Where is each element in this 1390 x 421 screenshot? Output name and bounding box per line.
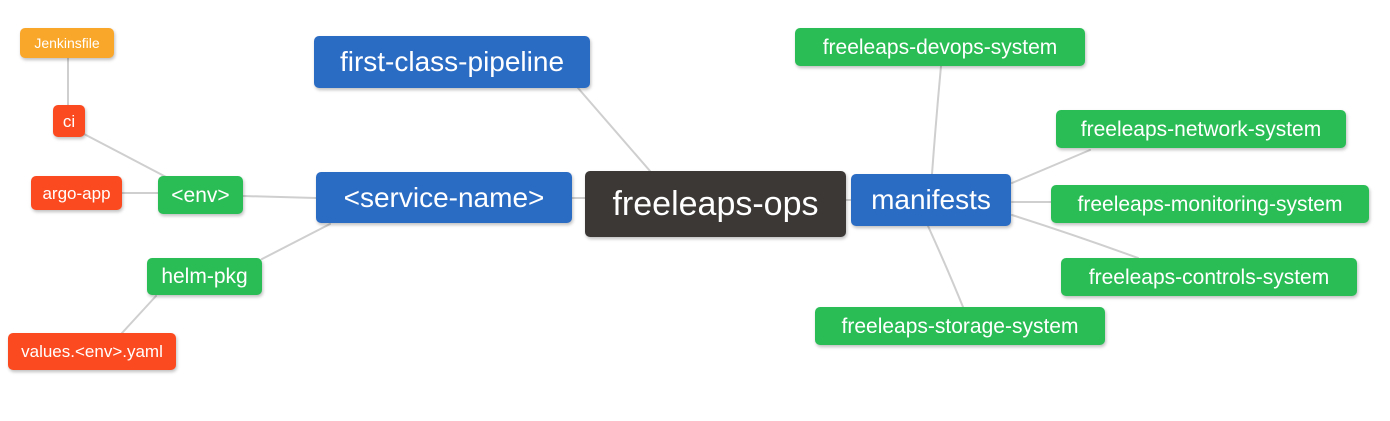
node-freeleaps-storage-system[interactable]: freeleaps-storage-system [815,307,1105,345]
node-helm-pkg[interactable]: helm-pkg [147,258,262,295]
node-freeleaps-devops-system[interactable]: freeleaps-devops-system [795,28,1085,66]
node-service-name[interactable]: <service-name> [316,172,572,223]
edge-ci--env [83,133,169,179]
node-ci[interactable]: ci [53,105,85,137]
edge-helm-pkg--values-env-yaml [121,295,157,334]
edge-manifests--freeleaps-network-system [1011,149,1091,184]
edge-first-class-pipeline--freeleaps-ops [577,87,651,172]
node-freeleaps-controls-system[interactable]: freeleaps-controls-system [1061,258,1357,296]
edge-manifests--freeleaps-storage-system [927,225,964,308]
node-values-env-yaml[interactable]: values.<env>.yaml [8,333,176,370]
node-manifests[interactable]: manifests [851,174,1011,226]
node-first-class-pipeline[interactable]: first-class-pipeline [314,36,590,88]
node-freeleaps-network-system[interactable]: freeleaps-network-system [1056,110,1346,148]
node-argo-app[interactable]: argo-app [31,176,122,210]
node-freeleaps-monitoring-system[interactable]: freeleaps-monitoring-system [1051,185,1369,223]
node-jenkinsfile[interactable]: Jenkinsfile [20,28,114,58]
node-env[interactable]: <env> [158,176,243,214]
edge-service-name--helm-pkg [261,223,331,260]
edge-env--service-name [242,195,317,199]
node-freeleaps-ops[interactable]: freeleaps-ops [585,171,846,237]
edge-manifests--freeleaps-devops-system [931,65,942,175]
